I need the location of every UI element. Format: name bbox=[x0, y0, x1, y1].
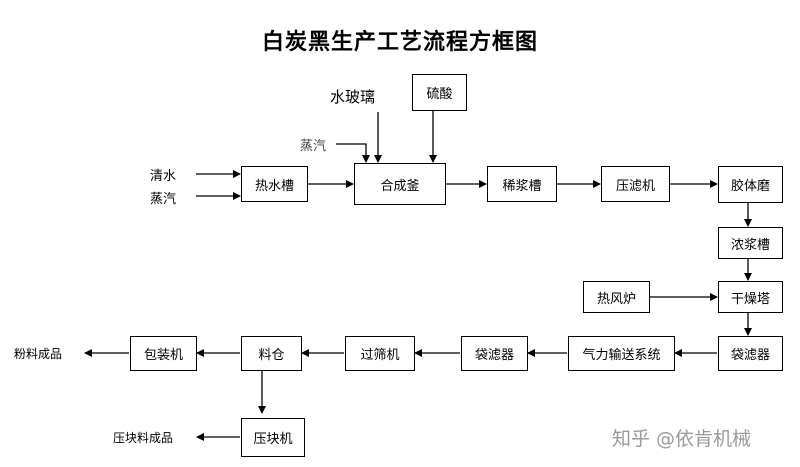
dilute-slurry-tank-box: 稀浆槽 bbox=[487, 166, 557, 202]
dryer-tower-box: 干燥塔 bbox=[718, 281, 783, 313]
filter-press-box: 压滤机 bbox=[601, 166, 670, 202]
hot-water-tank-box: 热水槽 bbox=[241, 166, 308, 202]
arrow-steam-to-reactor bbox=[336, 143, 370, 163]
bag-filter-box-2: 袋滤器 bbox=[461, 336, 528, 371]
block-product-label: 压块料成品 bbox=[113, 431, 174, 445]
sieve-machine-box: 过筛机 bbox=[345, 336, 415, 371]
bag-filter-box-1: 袋滤器 bbox=[718, 336, 783, 371]
reactor-steam-label: 蒸汽 bbox=[300, 139, 327, 154]
silo-box: 料仓 bbox=[241, 336, 302, 371]
diagram-title: 白炭黑生产工艺流程方框图 bbox=[261, 30, 538, 55]
thick-slurry-tank-box: 浓浆槽 bbox=[718, 227, 783, 259]
hot-air-furnace-box: 热风炉 bbox=[583, 281, 650, 313]
acid-box: 硫酸 bbox=[412, 74, 467, 111]
reactor-box: 合成釜 bbox=[354, 163, 446, 205]
colloid-mill-box: 胶体磨 bbox=[718, 166, 783, 203]
powder-product-label: 粉料成品 bbox=[14, 347, 63, 361]
input-water-label: 清水 bbox=[150, 169, 177, 184]
watermark: 知乎 @依肯机械 bbox=[612, 428, 752, 450]
input-steam-label: 蒸汽 bbox=[150, 192, 177, 207]
briquetting-machine-box: 压块机 bbox=[241, 418, 305, 457]
pneumatic-conveying-box: 气力输送系统 bbox=[568, 336, 675, 371]
water-glass-label: 水玻璃 bbox=[330, 88, 376, 106]
packing-machine-box: 包装机 bbox=[130, 336, 197, 371]
